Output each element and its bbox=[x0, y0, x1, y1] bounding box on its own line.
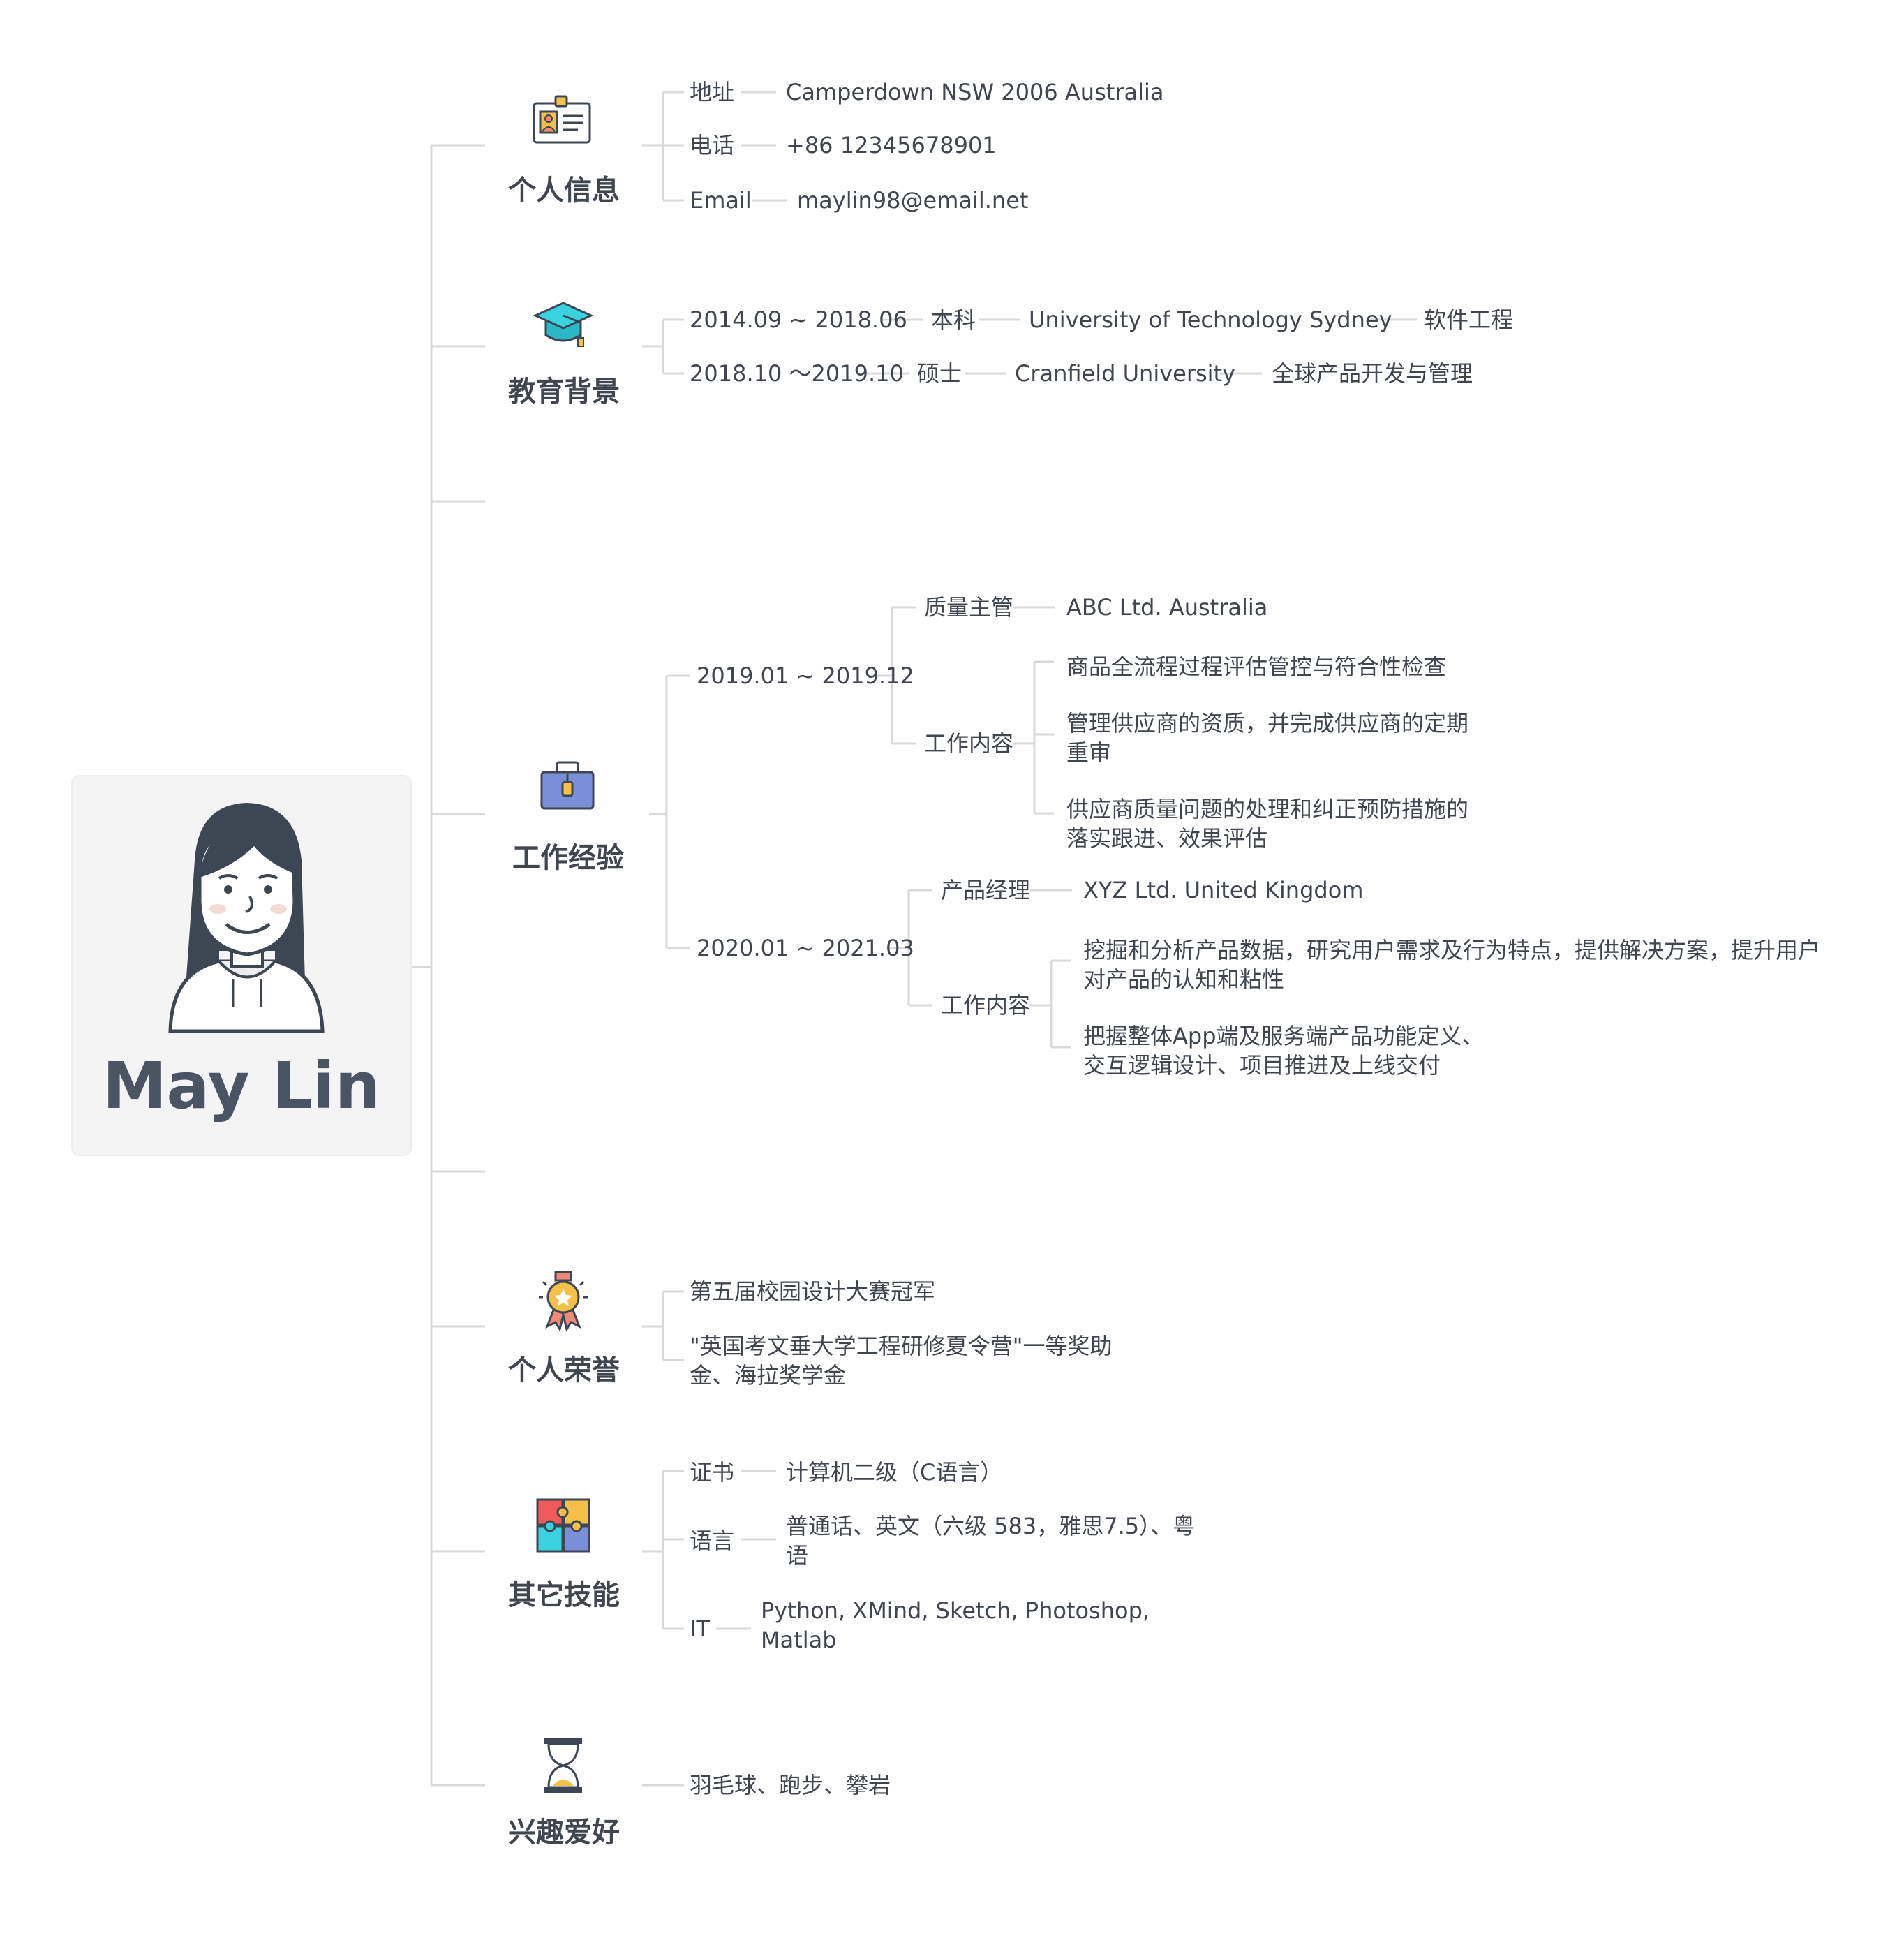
edu-degree: 硕士 bbox=[917, 360, 962, 387]
section-title-hobbies: 兴趣爱好 bbox=[508, 1817, 620, 1849]
cert-value: 计算机二级（C语言） bbox=[786, 1459, 1003, 1486]
cert-label: 证书 bbox=[690, 1459, 735, 1486]
profile-card: May Lin bbox=[71, 775, 412, 1156]
job-duty: 挖掘和分析产品数据，研究用户需求及行为特点，提供解决方案，提升用户对产品的认知和… bbox=[1083, 937, 1821, 993]
address-value: Camperdown NSW 2006 Australia bbox=[786, 79, 1164, 105]
id-card-icon bbox=[533, 95, 591, 144]
job-period: 2020.01 ~ 2021.03 bbox=[697, 935, 914, 961]
job-duty: 把握整体App端及服务端产品功能定义、交互逻辑设计、项目推进及上线交付 bbox=[1083, 1023, 1485, 1079]
edu-degree: 本科 bbox=[931, 306, 976, 333]
lang-label: 语言 bbox=[690, 1528, 735, 1554]
job-duty: 商品全流程过程评估管控与符合性检查 bbox=[1066, 653, 1447, 680]
edu-school: Cranfield University bbox=[1015, 360, 1236, 387]
profile-name: May Lin bbox=[102, 1049, 381, 1123]
honor-item: 第五届校园设计大赛冠军 bbox=[690, 1278, 936, 1305]
honor-item: "英国考文垂大学工程研修夏令营"一等奖助金、海拉奖学金 bbox=[690, 1333, 1113, 1389]
edu-school: University of Technology Sydney bbox=[1029, 306, 1392, 333]
section-title-honors: 个人荣誉 bbox=[508, 1354, 620, 1386]
briefcase-icon bbox=[540, 761, 595, 810]
phone-label: 电话 bbox=[690, 132, 735, 158]
graduation-cap-icon bbox=[533, 302, 594, 347]
it-label: IT bbox=[690, 1615, 710, 1642]
it-value: Python, XMind, Sketch, Photoshop, Matlab bbox=[761, 1597, 1150, 1653]
edu-period: 2014.09 ~ 2018.06 bbox=[690, 306, 907, 333]
edu-period: 2018.10 ～2019.10 bbox=[690, 360, 904, 387]
section-title-personal: 个人信息 bbox=[508, 175, 620, 207]
section-title-work: 工作经验 bbox=[512, 842, 624, 874]
job-company: XYZ Ltd. United Kingdom bbox=[1083, 877, 1364, 903]
job-duty: 管理供应商的资质，并完成供应商的定期重审 bbox=[1066, 710, 1469, 766]
email-label: Email bbox=[690, 187, 752, 214]
job-company: ABC Ltd. Australia bbox=[1066, 594, 1268, 621]
puzzle-icon bbox=[536, 1498, 590, 1553]
hobby-items: 羽毛球、跑步、攀岩 bbox=[690, 1772, 891, 1798]
job-content-label: 工作内容 bbox=[924, 730, 1014, 757]
job-content-label: 工作内容 bbox=[941, 992, 1031, 1019]
email-value: maylin98@email.net bbox=[797, 187, 1029, 214]
job-role: 质量主管 bbox=[924, 594, 1014, 621]
phone-value: +86 12345678901 bbox=[786, 132, 997, 158]
lang-value: 普通话、英文（六级 583，雅思7.5）、粤语 bbox=[786, 1513, 1196, 1569]
hourglass-icon bbox=[544, 1738, 582, 1793]
section-title-education: 教育背景 bbox=[508, 376, 620, 408]
section-title-skills: 其它技能 bbox=[508, 1579, 620, 1611]
person-avatar-icon bbox=[168, 803, 325, 1033]
job-role: 产品经理 bbox=[941, 877, 1031, 903]
medal-icon bbox=[539, 1271, 588, 1332]
edu-major: 软件工程 bbox=[1424, 306, 1514, 333]
address-label: 地址 bbox=[690, 79, 735, 105]
job-duty: 供应商质量问题的处理和纠正预防措施的落实跟进、效果评估 bbox=[1066, 796, 1469, 852]
job-period: 2019.01 ~ 2019.12 bbox=[697, 663, 914, 689]
edu-major: 全球产品开发与管理 bbox=[1272, 360, 1473, 387]
